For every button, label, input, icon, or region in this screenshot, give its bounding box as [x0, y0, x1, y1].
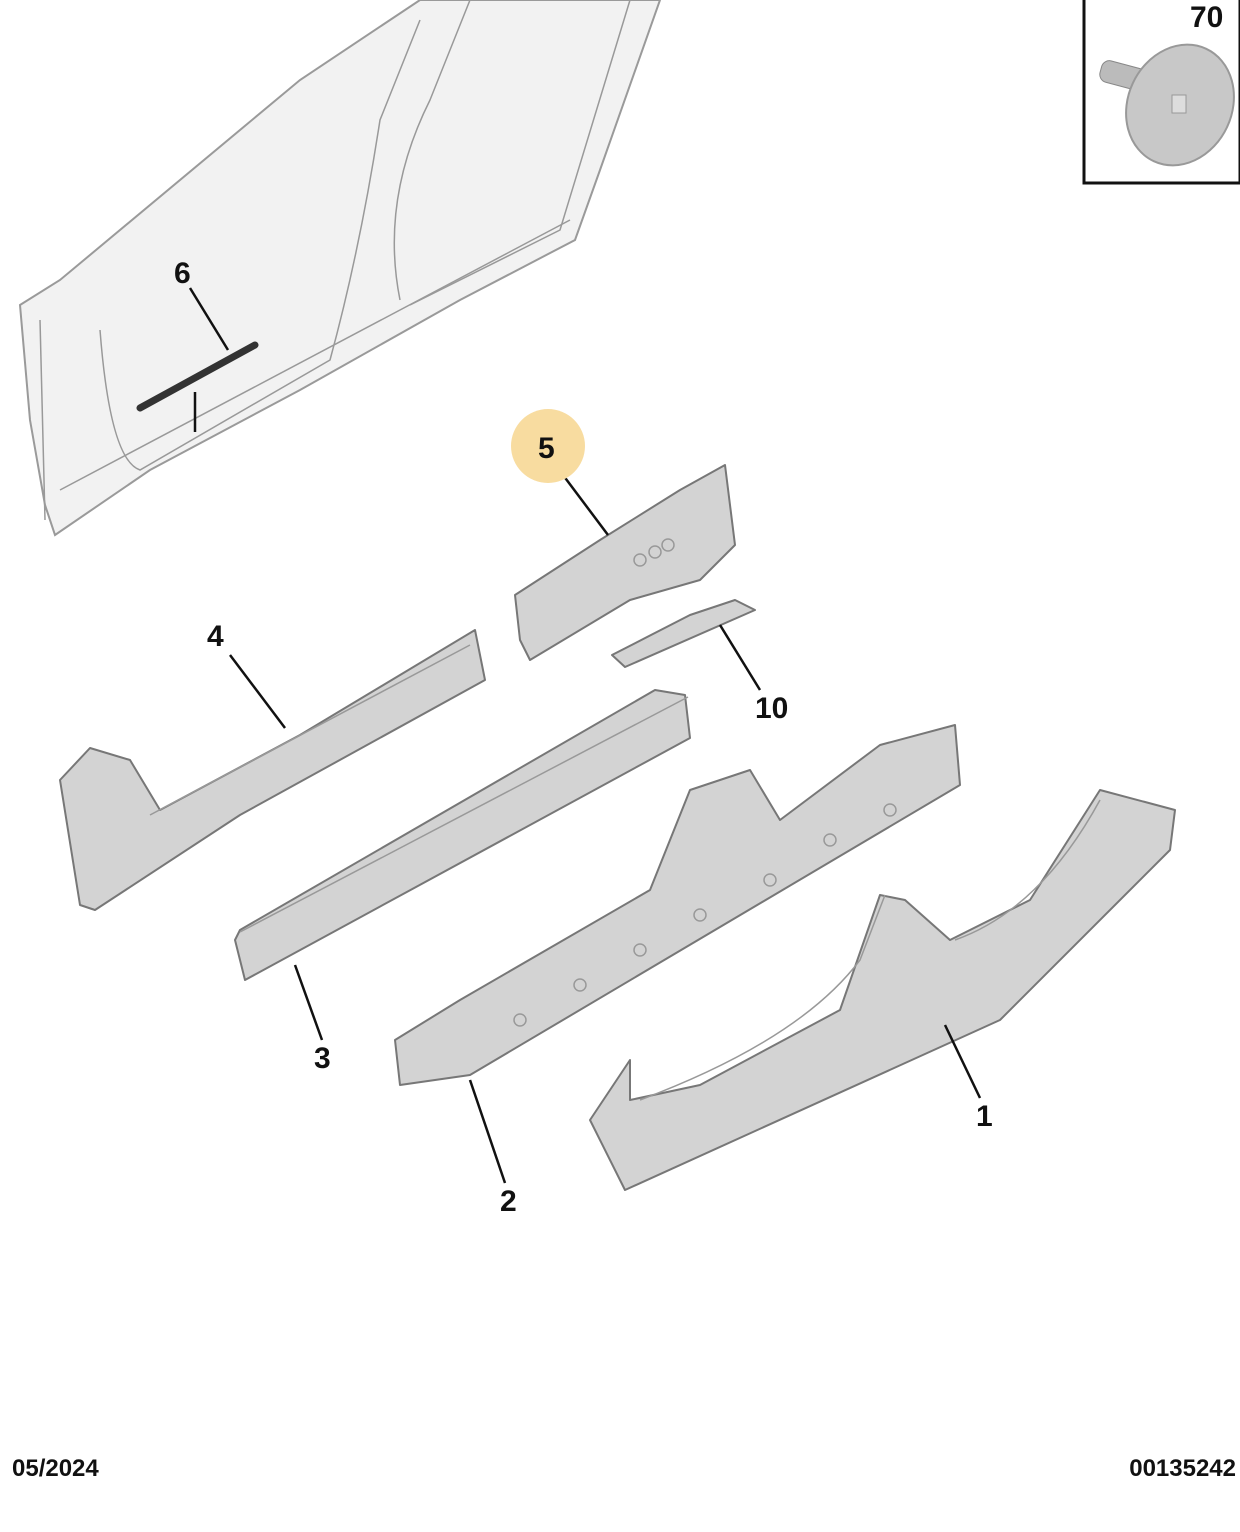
part-5 — [514, 464, 736, 661]
callout-10[interactable]: 10 — [755, 692, 788, 725]
part-4 — [59, 629, 486, 911]
part-3 — [234, 689, 691, 981]
part-6-strip — [136, 341, 259, 412]
footer-reference: 00135242 — [1129, 1455, 1236, 1482]
callout-4[interactable]: 4 — [207, 620, 224, 653]
highlight-circle — [511, 409, 585, 483]
footer-date: 05/2024 — [12, 1455, 99, 1482]
callout-3[interactable]: 3 — [314, 1042, 331, 1075]
part-2 — [394, 724, 961, 1086]
part-5-holes — [633, 538, 675, 567]
callout-6[interactable]: 6 — [174, 257, 191, 290]
side-body-frame — [18, 0, 662, 537]
part-10 — [611, 599, 756, 668]
clip-fastener-icon — [1099, 43, 1235, 167]
part-2-holes — [513, 803, 897, 1027]
callout-5[interactable]: 5 — [538, 432, 555, 465]
callout-2[interactable]: 2 — [500, 1185, 517, 1218]
inset-label: 70 — [1190, 1, 1223, 34]
callout-1[interactable]: 1 — [976, 1100, 993, 1133]
inset-box-70[interactable]: 70 — [1082, 0, 1240, 185]
